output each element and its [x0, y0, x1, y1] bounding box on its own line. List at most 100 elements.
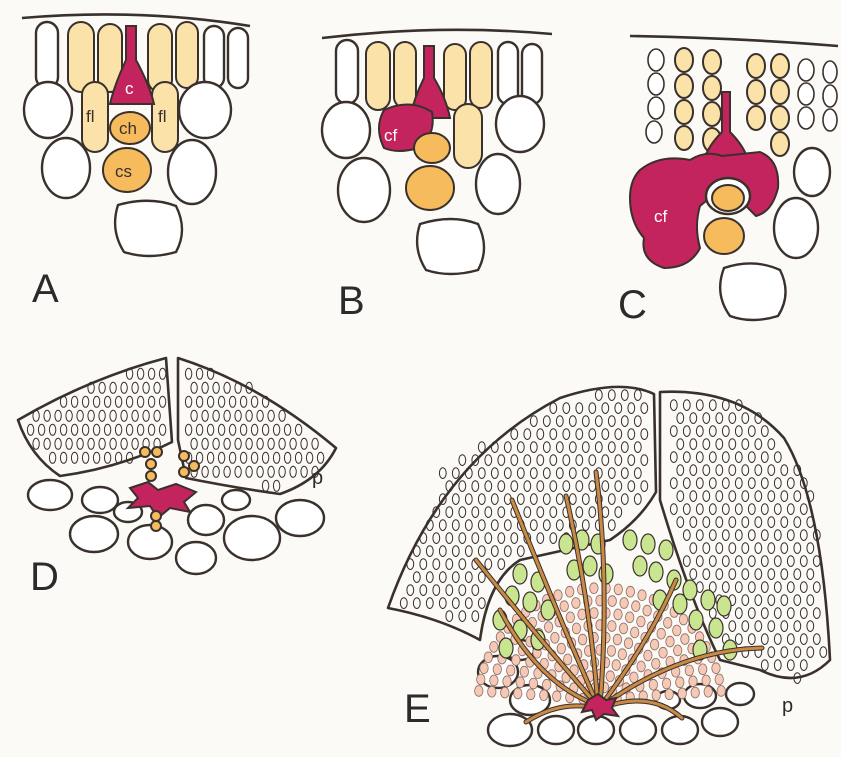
- stroma-cell: [71, 452, 77, 463]
- stroma-cell: [498, 455, 505, 466]
- stroma-cell: [262, 452, 268, 463]
- pink-cell: [612, 660, 620, 671]
- stroma-cell: [472, 507, 479, 518]
- cell: [662, 716, 698, 744]
- cell: [771, 106, 789, 130]
- stroma-cell: [196, 368, 202, 379]
- stroma-cell: [55, 438, 61, 449]
- pink-cell: [650, 639, 658, 650]
- pink-cell: [578, 634, 586, 645]
- stroma-cell: [703, 543, 710, 554]
- stroma-cell: [690, 465, 697, 476]
- pink-cell: [503, 676, 511, 687]
- stroma-cell: [716, 517, 723, 528]
- stroma-cell: [93, 424, 99, 435]
- stroma-cell: [556, 494, 563, 505]
- pink-cell: [699, 664, 707, 675]
- stroma-cell: [641, 455, 648, 466]
- small-cell: [179, 451, 189, 461]
- conidial-filament-cf: [630, 152, 778, 268]
- stroma-cell: [115, 452, 121, 463]
- stroma-cell: [478, 468, 485, 479]
- stroma-cell: [82, 452, 88, 463]
- stroma-cell: [589, 455, 596, 466]
- stroma-cell: [729, 517, 736, 528]
- stroma-cell: [498, 507, 505, 518]
- stroma-cell: [807, 595, 814, 606]
- stroma-cell: [634, 494, 641, 505]
- stroma-cell: [774, 582, 781, 593]
- stroma-cell: [729, 621, 736, 632]
- stroma-cell: [602, 429, 609, 440]
- stroma-cell: [696, 530, 703, 541]
- stroma-cell: [735, 556, 742, 567]
- small-cell: [146, 471, 156, 481]
- cell: [798, 107, 814, 129]
- stroma-cell: [517, 442, 524, 453]
- stroma-cell: [813, 608, 820, 619]
- stroma-cell: [683, 530, 690, 541]
- stroma-cell: [478, 494, 485, 505]
- stroma-cell: [44, 438, 50, 449]
- stroma-cell: [703, 517, 710, 528]
- stroma-cell: [768, 569, 775, 580]
- stroma-cell: [251, 396, 257, 407]
- stroma-cell: [722, 426, 729, 437]
- stroma-cell: [185, 396, 191, 407]
- stroma-cell: [755, 621, 762, 632]
- panel-letter-d: D: [30, 555, 59, 599]
- stroma-cell: [82, 424, 88, 435]
- cell: [675, 100, 693, 124]
- stroma-cell: [459, 481, 466, 492]
- label-cf: cf: [384, 126, 398, 145]
- cell: [823, 61, 837, 83]
- stroma-cell: [290, 438, 296, 449]
- stroma-cell: [235, 410, 241, 421]
- pink-cell: [516, 677, 524, 688]
- stroma-cell: [595, 390, 602, 401]
- stroma-cell: [439, 598, 446, 609]
- stroma-cell: [246, 466, 252, 477]
- stroma-cell: [742, 413, 749, 424]
- cell: [823, 85, 837, 107]
- stroma-cell: [576, 455, 583, 466]
- stroma-cell: [813, 556, 820, 567]
- stroma-cell: [761, 556, 768, 567]
- stroma-cell: [27, 424, 33, 435]
- stroma-cell: [722, 478, 729, 489]
- stroma-cell: [787, 608, 794, 619]
- stroma-cell: [504, 520, 511, 531]
- pink-cell: [674, 645, 682, 656]
- stroma-cell: [452, 598, 459, 609]
- stroma-cell: [543, 520, 550, 531]
- pink-cell: [551, 632, 559, 643]
- stroma-cell: [589, 403, 596, 414]
- panel-c: cf C: [618, 36, 838, 327]
- stroma-cell: [677, 465, 684, 476]
- stroma-cell: [446, 611, 453, 622]
- stroma-cell: [608, 390, 615, 401]
- pink-cell: [652, 658, 660, 669]
- stroma-cell: [628, 455, 635, 466]
- stroma-cell: [742, 595, 749, 606]
- stroma-cell: [742, 491, 749, 502]
- stroma-cell: [77, 410, 83, 421]
- stroma-cell: [498, 559, 505, 570]
- stroma-cell: [556, 416, 563, 427]
- stroma-cell: [251, 452, 257, 463]
- cell: [648, 49, 664, 71]
- stroma-cell: [735, 504, 742, 515]
- stroma-cell: [621, 494, 628, 505]
- pink-cell: [702, 675, 710, 686]
- pink-cell: [644, 650, 652, 661]
- pink-cell: [512, 655, 520, 666]
- stroma-cell: [696, 478, 703, 489]
- stroma-cell: [761, 504, 768, 515]
- stroma-cell: [768, 491, 775, 502]
- cell: [798, 83, 814, 105]
- stroma-cell: [485, 533, 492, 544]
- stroma-cell: [563, 429, 570, 440]
- stroma-cell: [576, 481, 583, 492]
- stroma-cell: [709, 452, 716, 463]
